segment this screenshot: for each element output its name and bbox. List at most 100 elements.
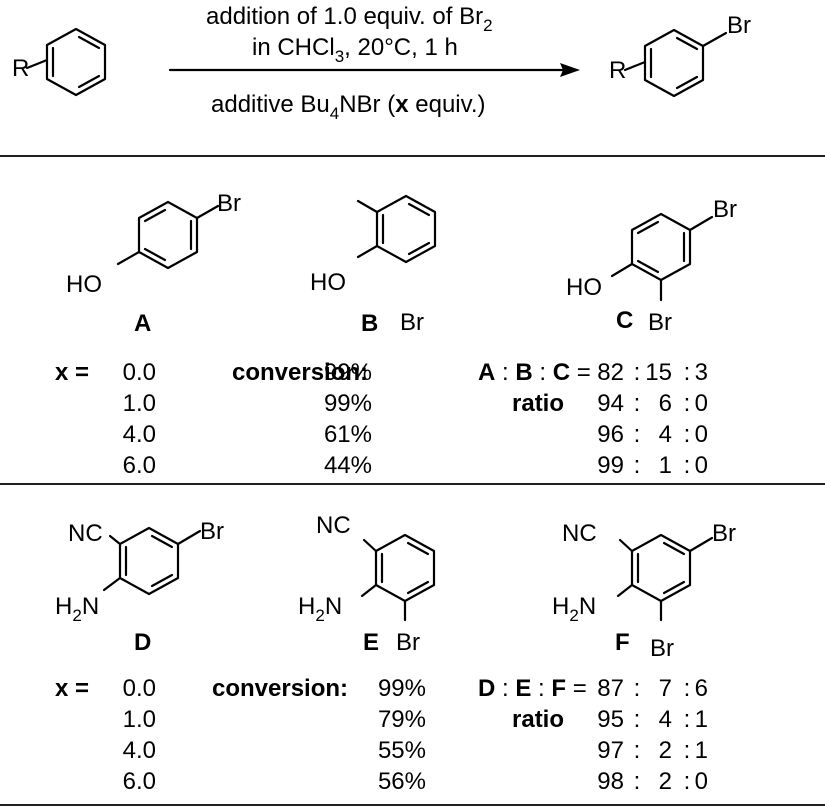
table2-row-ratio-3: 1 — [695, 737, 708, 764]
table1-row-ratio-2: 15 — [645, 359, 672, 386]
structure-b-label: B — [361, 310, 378, 337]
structure-f-br-bottom: Br — [650, 635, 674, 662]
structure-f-br-top: Br — [712, 520, 736, 547]
product-bromobenzene — [623, 28, 728, 98]
table2-row-ratio-3: 6 — [695, 675, 708, 702]
table2-row-ratio-colon-1: : — [634, 768, 641, 795]
structure-f-nc: NC — [562, 520, 597, 547]
table1-row-x-value: 0.0 — [123, 359, 156, 386]
structure-d — [102, 526, 202, 596]
reactant-r-label: R — [12, 55, 29, 82]
table2-row-ratio-3: 1 — [695, 706, 708, 733]
table2-row-ratio-colon-2: : — [684, 675, 691, 702]
table1-row-ratio-3: 0 — [695, 421, 708, 448]
table1-row-conversion-value: 99% — [324, 359, 372, 386]
table1-row-x-value: 6.0 — [123, 452, 156, 479]
table2-row-x-value: 1.0 — [123, 706, 156, 733]
structure-b-bonds — [356, 244, 408, 264]
table2-ratio-header: D : E : F = — [478, 675, 587, 702]
conditions-line-1: addition of 1.0 equiv. of Br2 — [206, 3, 493, 35]
structure-b-br: Br — [400, 309, 424, 336]
table1-ratio-word: ratio — [512, 390, 564, 417]
structure-c-br-bottom: Br — [648, 309, 672, 336]
table2-row-ratio-colon-2: : — [684, 706, 691, 733]
table2-row-ratio-2: 4 — [659, 706, 672, 733]
table2-row-ratio-1: 98 — [597, 768, 624, 795]
table1-row-ratio-colon-2: : — [684, 359, 691, 386]
table2-row-ratio-2: 2 — [659, 768, 672, 795]
table1-row-x-value: 4.0 — [123, 421, 156, 448]
table1-row-ratio-colon-2: : — [684, 390, 691, 417]
table2-row-conversion-value: 79% — [378, 706, 426, 733]
structure-f-nh2: H2N — [552, 593, 596, 625]
table2-row-ratio-colon-1: : — [634, 675, 641, 702]
structure-a — [116, 200, 220, 270]
table2-row-x-value: 0.0 — [123, 675, 156, 702]
table2-row-conversion-value: 99% — [378, 675, 426, 702]
structure-e-nh2: H2N — [298, 593, 342, 625]
table1-row-ratio-colon-1: : — [634, 359, 641, 386]
structure-b — [356, 194, 437, 264]
conditions-line-2: in CHCl3, 20°C, 1 h — [252, 34, 458, 66]
table1-row-ratio-3: 3 — [695, 359, 708, 386]
structure-e — [360, 533, 436, 622]
table2-row-ratio-1: 87 — [597, 675, 624, 702]
reactant-benzene — [25, 27, 107, 97]
table1-row-ratio-3: 0 — [695, 390, 708, 417]
structure-e-br: Br — [396, 629, 420, 656]
structure-c-ho: HO — [566, 274, 602, 301]
structure-b-ho: HO — [310, 269, 346, 296]
table2-row-x-value: 6.0 — [123, 768, 156, 795]
structure-c-br-top: Br — [713, 196, 737, 223]
table1-row-ratio-colon-1: : — [634, 452, 641, 479]
table1-x-label: x = — [55, 359, 89, 386]
table1-row-ratio-1: 96 — [597, 421, 624, 448]
structure-a-label: A — [134, 310, 151, 337]
table2-x-label: x = — [55, 675, 89, 702]
table1-row-ratio-1: 94 — [597, 390, 624, 417]
table2-row-conversion-value: 55% — [378, 737, 426, 764]
table2-row-ratio-2: 7 — [659, 675, 672, 702]
table1-row-ratio-colon-2: : — [684, 452, 691, 479]
table2-row-conversion-value: 56% — [378, 768, 426, 795]
table1-row-ratio-1: 99 — [597, 452, 624, 479]
product-r-label: R — [609, 57, 626, 84]
table2-conversion-label: conversion: — [212, 675, 348, 702]
table2-row-ratio-colon-2: : — [684, 737, 691, 764]
structure-d-nh2: H2N — [55, 593, 99, 625]
structure-a-ho: HO — [66, 271, 102, 298]
structure-d-label: D — [134, 629, 151, 656]
table2-ratio-word: ratio — [512, 706, 564, 733]
structure-e-nc: NC — [316, 512, 351, 539]
structure-a-br: Br — [217, 190, 241, 217]
structure-d-nc: NC — [68, 520, 103, 547]
table1-row-ratio-1: 82 — [597, 359, 624, 386]
structure-e-label: E — [363, 629, 379, 656]
table1-conversion-label: conversion: — [232, 359, 368, 386]
table2-row-x-value: 4.0 — [123, 737, 156, 764]
structure-f — [616, 533, 714, 622]
table1-ratio-header: A : B : C = — [478, 359, 591, 386]
table1-row-ratio-colon-2: : — [684, 421, 691, 448]
table2-row-ratio-colon-1: : — [634, 706, 641, 733]
table2-row-ratio-colon-2: : — [684, 768, 691, 795]
reaction-arrow-head — [560, 63, 580, 77]
conditions-additive: additive Bu4NBr (x equiv.) — [211, 91, 486, 123]
table1-row-x-value: 1.0 — [123, 390, 156, 417]
table1-row-ratio-colon-1: : — [634, 390, 641, 417]
structure-c — [610, 212, 714, 302]
table2-row-ratio-1: 97 — [597, 737, 624, 764]
table1-row-ratio-3: 0 — [695, 452, 708, 479]
table2-row-ratio-1: 95 — [597, 706, 624, 733]
table2-row-ratio-2: 2 — [659, 737, 672, 764]
table1-row-conversion-value: 44% — [324, 452, 372, 479]
table2-row-ratio-3: 0 — [695, 768, 708, 795]
table1-row-ratio-2: 1 — [659, 452, 672, 479]
structure-f-label: F — [615, 629, 630, 656]
table2-row-ratio-colon-1: : — [634, 737, 641, 764]
structure-c-label: C — [616, 307, 633, 334]
table1-row-ratio-2: 4 — [659, 421, 672, 448]
